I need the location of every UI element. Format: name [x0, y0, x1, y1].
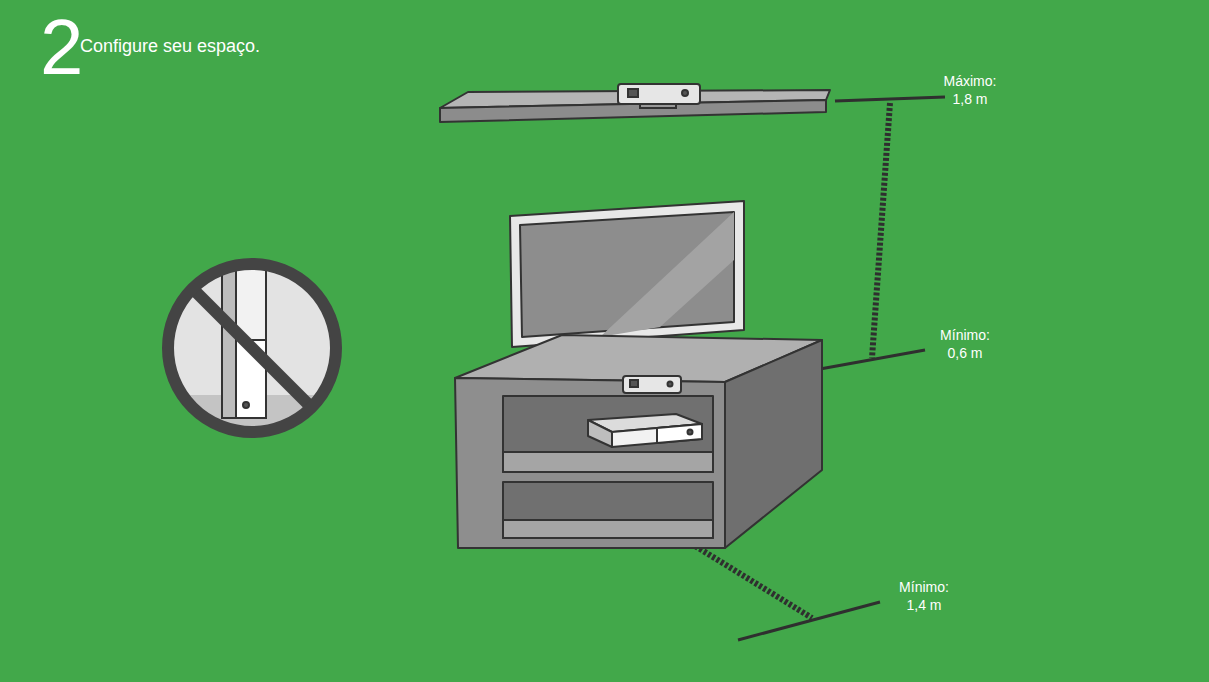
kinect-sensor-top [618, 84, 700, 108]
dimension-label: Máximo: 1,8 m [938, 72, 1002, 108]
step-title: Configure seu espaço. [80, 35, 260, 57]
dimension-label: Mínimo: 1,4 m [892, 578, 956, 614]
no-vertical-console-sign [160, 260, 350, 445]
kinect-sensor-bottom [623, 376, 681, 393]
step-number: 2 [40, 2, 83, 92]
wall-shelf [440, 90, 830, 122]
tv-cabinet [455, 335, 822, 548]
dimension-label: Mínimo: 0,6 m [933, 326, 997, 362]
xbox-console [588, 414, 702, 447]
